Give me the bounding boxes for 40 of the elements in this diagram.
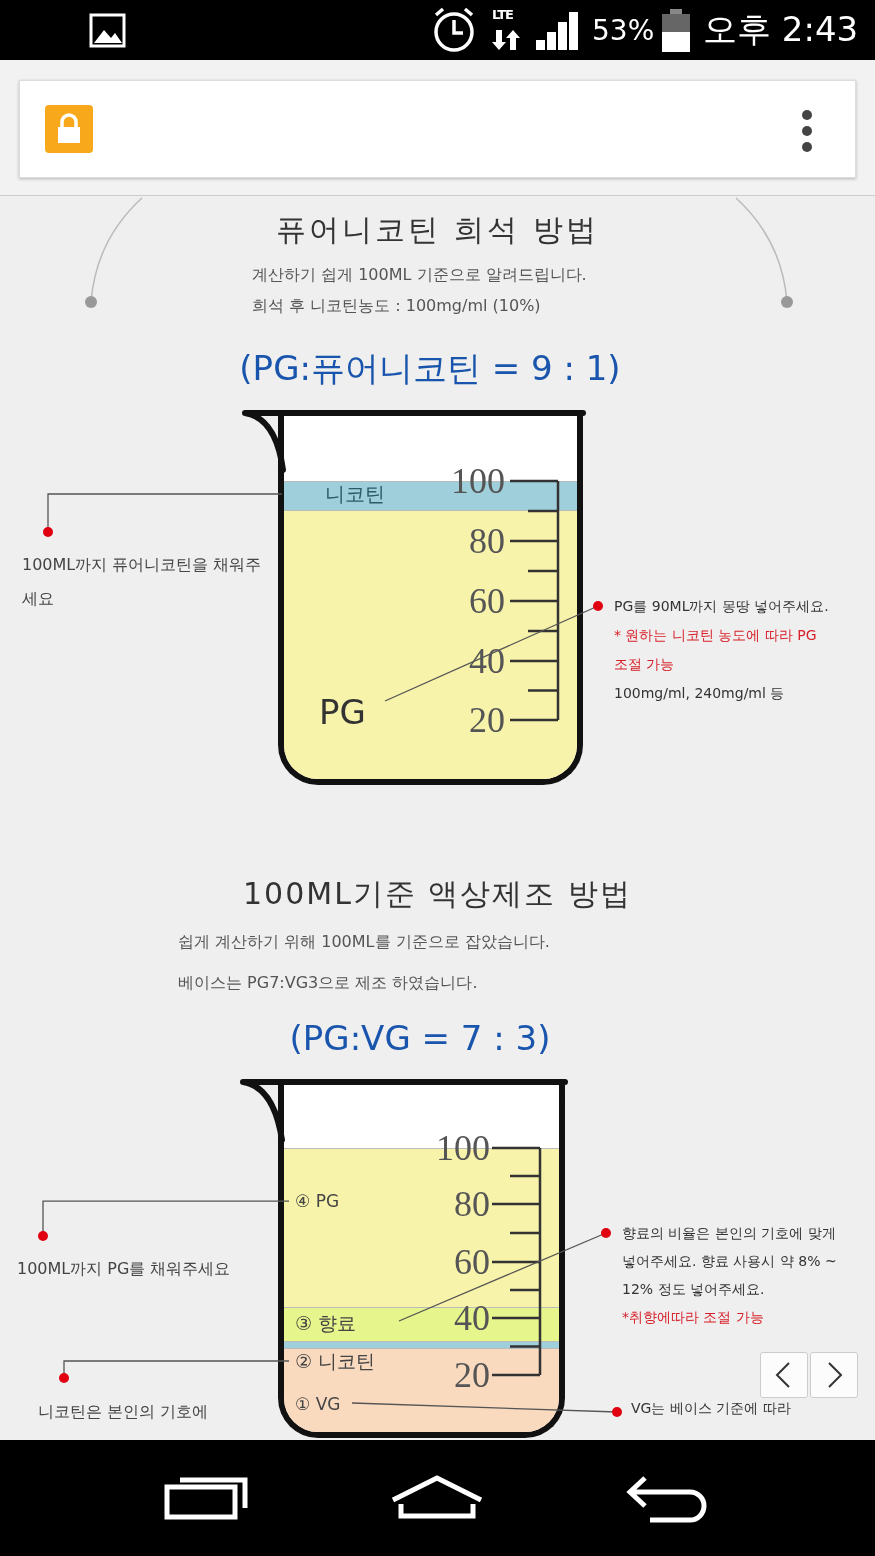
subtitle-text: 희석 후 니코틴농도 : 100mg/ml (10%) <box>252 296 541 316</box>
scale-number: 80 <box>469 523 505 559</box>
layer-label: ④ PG <box>289 1191 340 1212</box>
leader-line <box>43 493 283 537</box>
scale-number: 20 <box>454 1357 490 1393</box>
callout-text: 100mg/ml, 240mg/ml 등 <box>614 684 786 703</box>
callout-text: VG는 베이스 기준에 따라 <box>617 1398 791 1418</box>
leader-line <box>384 601 603 702</box>
callout-text: 100ML까지 퓨어니코틴을 채워주세요 <box>22 532 272 616</box>
layer-label: ② 니코틴 <box>289 1350 376 1372</box>
callout-text: 향료의 비율은 본인의 기호에 맞게 넣어주세요. 향료 사용시 약 8% ~ 12% 정도 넣어주세요. <box>622 1224 837 1299</box>
layer-label: PG <box>315 692 388 733</box>
layer-label: 니코틴 <box>282 482 394 506</box>
scale-number: 80 <box>454 1186 490 1222</box>
ratio-heading: (PG:퓨어니코틴 = 9 : 1) <box>238 348 622 389</box>
subtitle-text: 계산하기 쉽게 100ML 기준으로 알려드립니다. <box>252 265 587 285</box>
scale-number: 20 <box>469 702 505 738</box>
callout-text: PG를 90ML까지 몽땅 넣어주세요. <box>614 597 830 616</box>
layer-label: ③ 향료 <box>290 1312 402 1334</box>
scale-number: 100 <box>436 1130 490 1166</box>
scale-number: 60 <box>454 1244 490 1280</box>
ratio-heading: (PG:VG = 7 : 3) <box>288 1018 552 1059</box>
leader-line <box>351 1402 622 1417</box>
heading: 퓨어니코틴 희석 방법 <box>275 212 600 248</box>
battery-percentage: 53% <box>592 14 655 48</box>
leader-line <box>38 1200 290 1241</box>
layer-label: ① VG <box>289 1394 355 1418</box>
scale-number: 40 <box>454 1300 490 1336</box>
network-type-label: LTE <box>492 8 513 22</box>
subtitle-text: 베이스는 PG7:VG3으로 제조 하였습니다. <box>178 973 478 993</box>
callout-text: 니코틴은 본인의 기호에 <box>38 1378 209 1424</box>
callout-text: *취향에따라 조절 가능 <box>622 1308 765 1327</box>
subtitle-text: 쉽게 계산하기 위해 100ML를 기준으로 잡았습니다. <box>178 932 550 952</box>
callout-text: * 원하는 니코틴 농도에 따라 PG 조절 가능 <box>614 626 818 674</box>
callout-text: 100ML까지 PG를 채워주세요 <box>17 1236 231 1282</box>
scale-number: 60 <box>469 583 505 619</box>
leader-line <box>398 1228 611 1322</box>
leader-line <box>59 1360 290 1383</box>
clock-time: 오후 2:43 <box>703 9 859 50</box>
heading: 100ML기준 액상제조 방법 <box>242 876 633 912</box>
